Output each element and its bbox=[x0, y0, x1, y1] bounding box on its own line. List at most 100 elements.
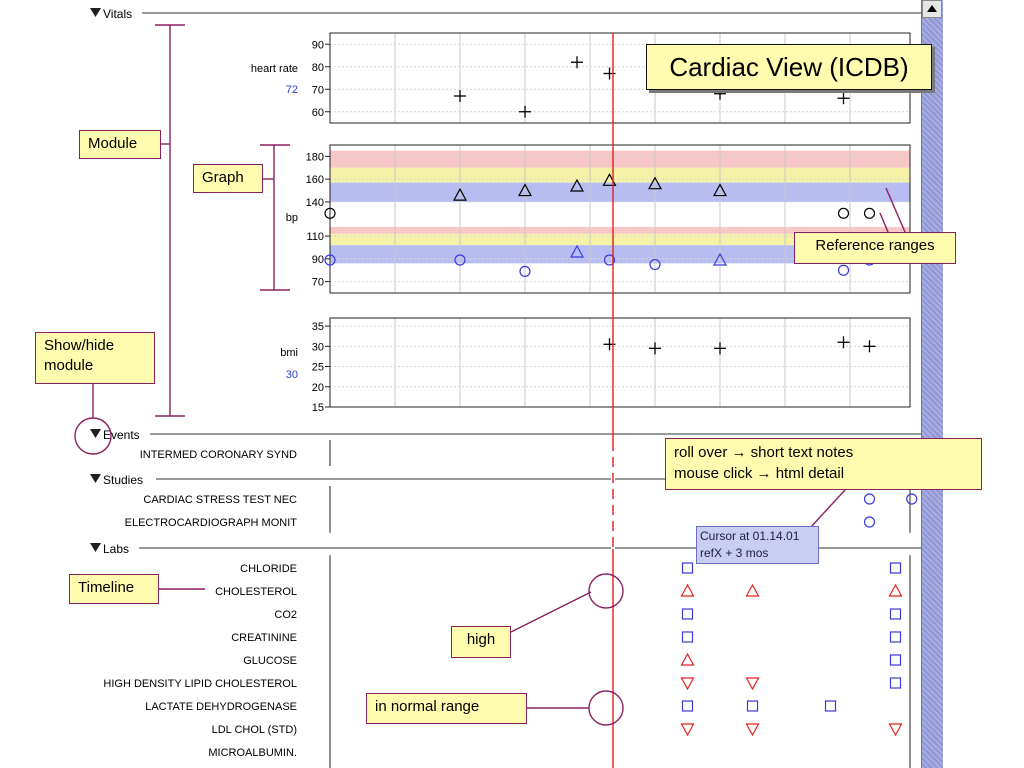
studies-row[interactable]: CARDIAC STRESS TEST NEC bbox=[143, 493, 918, 506]
interaction-callout-line2: mouse click → html detail bbox=[674, 465, 845, 482]
high-leader bbox=[510, 591, 592, 633]
section-header-vitals[interactable]: Vitals bbox=[90, 7, 921, 21]
tick-label: 80 bbox=[312, 62, 324, 74]
labs-mark[interactable] bbox=[745, 583, 760, 597]
tick-label: 70 bbox=[312, 277, 324, 289]
labs-mark[interactable] bbox=[746, 700, 759, 712]
labs-row[interactable]: HIGH DENSITY LIPID CHOLESTEROL bbox=[103, 677, 1019, 691]
labs-row-label: MICROALBUMIN. bbox=[208, 747, 297, 759]
data-point-heart_rate-plus bbox=[454, 90, 466, 102]
section-header-events[interactable]: Events bbox=[90, 428, 921, 442]
data-point-bp-circle[interactable] bbox=[519, 265, 531, 277]
tick-label: 30 bbox=[312, 341, 324, 353]
data-point-bp-circle[interactable] bbox=[603, 254, 616, 266]
timeline-rows: INTERMED CORONARY SYND CARDIAC STRESS TES… bbox=[103, 440, 1020, 768]
interaction-callout: roll over → short text notes mouse click… bbox=[665, 438, 982, 490]
data-point-heart_rate-plus bbox=[837, 92, 850, 105]
data-point-bp-circle[interactable] bbox=[454, 254, 466, 266]
labs-mark[interactable] bbox=[680, 723, 695, 737]
data-point-bp-triangle[interactable] bbox=[517, 183, 533, 197]
tick-label: 20 bbox=[312, 382, 324, 394]
labs-mark[interactable] bbox=[889, 677, 902, 689]
plot-frame bbox=[329, 144, 911, 294]
data-point-heart_rate-plus bbox=[571, 56, 583, 69]
data-point-bp-triangle[interactable] bbox=[569, 178, 585, 192]
labs-row[interactable]: CREATININE bbox=[231, 631, 902, 644]
in-normal-range-callout: in normal range bbox=[366, 693, 527, 724]
triangle-down-icon[interactable] bbox=[90, 543, 101, 552]
labs-mark[interactable] bbox=[680, 677, 695, 691]
triangle-down-icon[interactable] bbox=[90, 8, 101, 17]
plot-label-bp: bp bbox=[286, 212, 298, 224]
labs-mark[interactable] bbox=[888, 723, 903, 737]
page-title: Cardiac View (ICDB) bbox=[646, 44, 932, 90]
tick-label: 15 bbox=[312, 402, 324, 414]
labs-mark[interactable] bbox=[889, 654, 902, 666]
data-point-bp-circle[interactable] bbox=[837, 207, 850, 219]
labs-mark[interactable] bbox=[681, 562, 694, 574]
labs-mark[interactable] bbox=[889, 608, 902, 620]
labs-row-label: CHLORIDE bbox=[240, 563, 297, 575]
data-point-bmi-plus bbox=[863, 340, 876, 353]
timeline-callout: Timeline bbox=[69, 574, 159, 604]
triangle-down-icon[interactable] bbox=[90, 474, 101, 483]
cursor-tooltip: Cursor at 01.14.01 refX + 3 mos bbox=[696, 526, 819, 564]
studies-row[interactable]: ELECTROCARDIOGRAPH MONIT bbox=[125, 516, 876, 529]
labs-row-label: CREATININE bbox=[231, 632, 297, 644]
data-point-bp-circle[interactable] bbox=[837, 264, 850, 276]
labs-row-label: HIGH DENSITY LIPID CHOLESTEROL bbox=[103, 678, 297, 690]
data-point-bp-triangle[interactable] bbox=[712, 183, 728, 197]
scroll-up-button[interactable] bbox=[922, 0, 942, 18]
events-row[interactable]: INTERMED CORONARY SYND bbox=[140, 448, 707, 461]
data-point-bp-circle[interactable] bbox=[324, 207, 336, 219]
labs-mark[interactable] bbox=[681, 700, 694, 712]
reference-range-band bbox=[330, 182, 910, 202]
labs-mark[interactable] bbox=[745, 677, 760, 691]
labs-mark[interactable] bbox=[680, 583, 695, 597]
plot-current-bmi: 30 bbox=[286, 369, 298, 381]
labs-row-label: GLUCOSE bbox=[243, 655, 297, 667]
section-label-studies: Studies bbox=[103, 473, 143, 487]
labs-row[interactable]: CHLORIDE bbox=[240, 562, 902, 575]
labs-mark[interactable] bbox=[824, 700, 837, 712]
labs-mark[interactable] bbox=[680, 652, 695, 666]
labs-mark[interactable] bbox=[681, 608, 694, 620]
data-point-bp-triangle[interactable] bbox=[647, 176, 663, 190]
labs-row[interactable]: LACTATE DEHYDROGENASE bbox=[145, 700, 837, 713]
data-point-bp-circle[interactable] bbox=[863, 207, 876, 219]
data-point-bp-triangle[interactable] bbox=[712, 252, 728, 266]
labs-row[interactable]: CHOLESTEROL bbox=[215, 583, 1019, 598]
interaction-callout-line1: roll over → short text notes bbox=[674, 444, 854, 461]
triangle-down-icon[interactable] bbox=[90, 429, 101, 438]
labs-mark[interactable] bbox=[745, 723, 760, 737]
data-point-bp-circle[interactable] bbox=[649, 258, 661, 271]
labs-mark[interactable] bbox=[681, 631, 694, 643]
events-row-label: INTERMED CORONARY SYND bbox=[140, 449, 297, 461]
data-point-bp-triangle[interactable] bbox=[452, 187, 468, 201]
labs-mark[interactable] bbox=[888, 583, 903, 597]
tick-label: 90 bbox=[312, 39, 324, 51]
studies-mark[interactable] bbox=[863, 493, 876, 505]
vertical-scrollbar[interactable] bbox=[921, 0, 943, 768]
plot-frame bbox=[329, 317, 911, 408]
tick-label: 60 bbox=[312, 107, 324, 119]
studies-mark[interactable] bbox=[863, 516, 876, 528]
plot-label-heart_rate: heart rate bbox=[251, 63, 298, 75]
labs-row-label: LDL CHOL (STD) bbox=[212, 724, 297, 736]
studies-mark[interactable] bbox=[906, 493, 918, 505]
labs-mark[interactable] bbox=[889, 562, 902, 574]
data-point-heart_rate-plus bbox=[519, 105, 531, 118]
tick-label: 90 bbox=[312, 254, 324, 266]
plot-current-heart_rate: 72 bbox=[286, 84, 298, 96]
reference-ranges-leader-1 bbox=[879, 212, 889, 233]
labs-mark[interactable] bbox=[889, 631, 902, 643]
labs-row[interactable]: LDL CHOL (STD) bbox=[212, 723, 1020, 737]
data-point-bp-triangle[interactable] bbox=[569, 244, 585, 258]
module-callout: Module bbox=[79, 130, 161, 159]
labs-row[interactable]: CO2 bbox=[274, 608, 902, 621]
tick-label: 25 bbox=[312, 362, 324, 374]
data-point-bp-circle[interactable] bbox=[324, 254, 336, 266]
labs-row[interactable]: GLUCOSE bbox=[243, 652, 902, 667]
